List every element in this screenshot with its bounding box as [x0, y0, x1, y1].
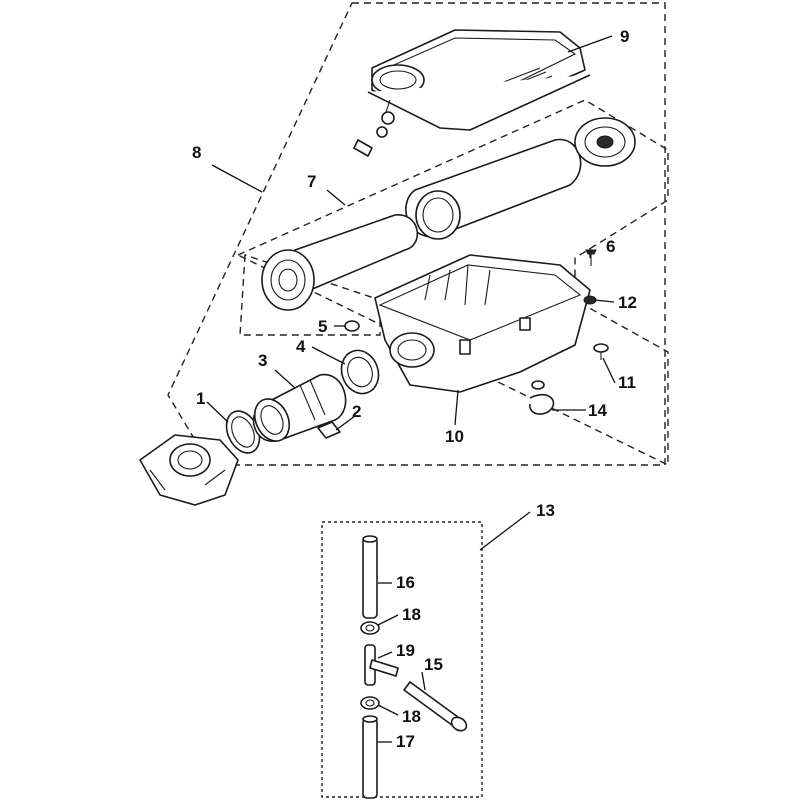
t-joint-19 [364, 644, 399, 686]
assembly-8-boundary [167, 2, 666, 466]
air-box-lid [367, 29, 591, 131]
callout-7: 7 [307, 172, 316, 191]
callout-12: 12 [618, 293, 637, 312]
callout-5: 5 [318, 317, 327, 336]
fastener-5 [344, 320, 360, 332]
bolt-11 [593, 343, 609, 360]
clamp-18-lower [360, 696, 380, 710]
callout-3: 3 [258, 351, 267, 370]
screw-6 [585, 249, 597, 266]
callout-11: 11 [618, 373, 636, 392]
hose-17 [362, 715, 378, 799]
hose-15 [403, 681, 468, 732]
air-box [374, 254, 591, 393]
callout-17: 17 [396, 732, 415, 751]
clamp-2 [317, 421, 341, 439]
callout-13: 13 [536, 501, 555, 520]
clamp-18-upper [360, 621, 380, 635]
leader-lines [206, 35, 616, 743]
callout-10: 10 [445, 427, 464, 446]
callout-4: 4 [296, 337, 306, 356]
callout-1: 1 [196, 389, 205, 408]
callout-9: 9 [620, 27, 629, 46]
clip-14 [529, 380, 555, 415]
clamp-4 [340, 349, 380, 395]
assembly-13-boundary [321, 521, 483, 798]
hose-16 [362, 535, 378, 619]
callout-19: 19 [396, 641, 415, 660]
assembly-7-boundary [236, 99, 669, 467]
drain-plug-parts [353, 99, 395, 157]
filter-element [261, 117, 636, 311]
carburetor [139, 434, 239, 506]
callout-14: 14 [588, 401, 607, 420]
intake-boot-3 [252, 373, 347, 443]
callout-8: 8 [192, 143, 201, 162]
callout-18-lower: 18 [402, 707, 421, 726]
callout-15: 15 [424, 655, 443, 674]
callout-16: 16 [396, 573, 415, 592]
callout-18-upper: 18 [402, 605, 421, 624]
callout-2: 2 [352, 402, 361, 421]
callout-6: 6 [606, 237, 615, 256]
filter-element-bracket [239, 254, 381, 336]
